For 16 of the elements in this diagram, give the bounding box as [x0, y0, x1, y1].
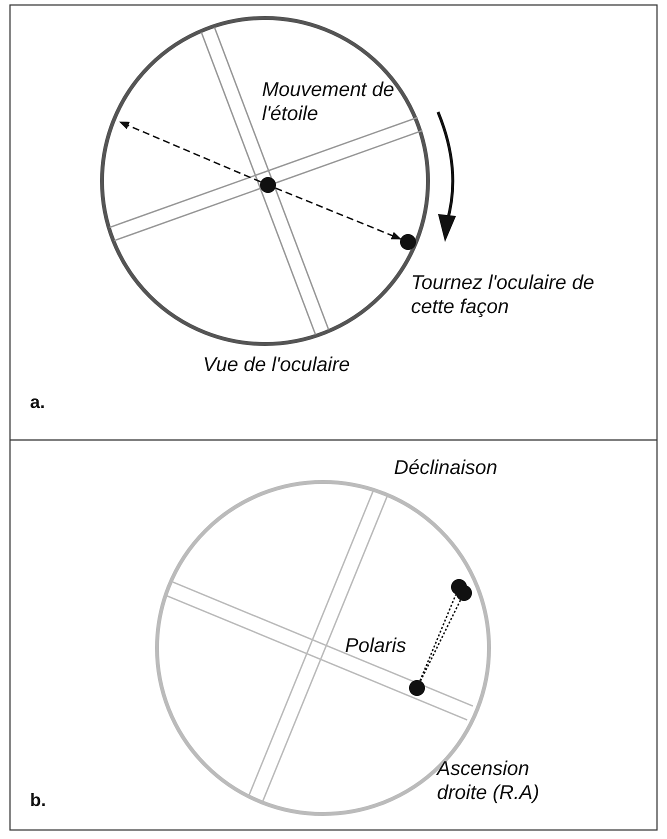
- caption-text: Vue de l'oculaire: [203, 353, 351, 377]
- arrow: [275, 187, 402, 240]
- panel-letter: a.: [30, 391, 46, 414]
- star-dot: [400, 234, 416, 250]
- connector-line: [419, 594, 457, 681]
- annotation-text: Mouvement de l'étoile: [262, 78, 396, 126]
- axis-label: Ascension droite (R.A): [437, 757, 540, 805]
- axis-label: Déclinaison: [394, 456, 498, 480]
- star-dot: [260, 177, 276, 193]
- arrow: [119, 121, 261, 183]
- panel-letter: b.: [30, 789, 47, 812]
- annotation-text: Tournez l'oculaire de cette façon: [411, 271, 596, 319]
- star-label: Polaris: [345, 634, 408, 658]
- connector-line: [420, 600, 462, 682]
- star-dot: [409, 680, 425, 696]
- star-dot: [456, 585, 472, 601]
